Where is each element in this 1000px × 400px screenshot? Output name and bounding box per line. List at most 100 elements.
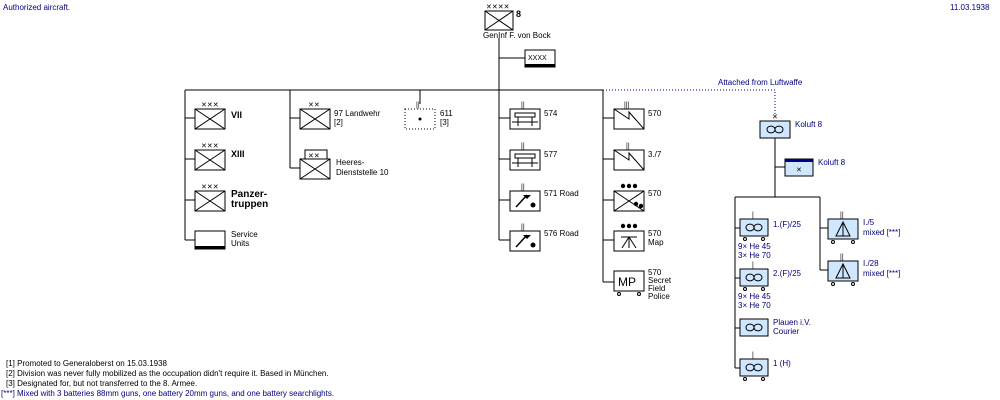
- svg-text:✕✕✕: ✕✕✕: [201, 102, 219, 109]
- signal-3-7-symbol: ||: [613, 143, 645, 171]
- air-unit-plauen-label-1: Plauen i.V.: [773, 318, 811, 327]
- heeres-dienststelle-label-2: Dienststelle 10: [336, 168, 389, 177]
- sfp-label-4: Police: [648, 292, 670, 301]
- footnote-2: [2] Division was never fully mobilized a…: [6, 369, 329, 378]
- corps-panzer-label-2: truppen: [231, 199, 268, 210]
- flak-i-28-label-1: I./28: [863, 259, 879, 268]
- signal-570-b-symbol: [613, 183, 645, 212]
- air-unit-1f25-aircraft-1: 9× He 45: [738, 242, 771, 251]
- engineer-576-road-symbol: ||: [509, 224, 541, 252]
- engineer-571-road-symbol: ||: [509, 184, 541, 212]
- svg-text:||: ||: [521, 143, 525, 150]
- koluft-hq-label: Koluft 8: [818, 158, 846, 167]
- engineer-576-road-label: 576 Road: [544, 229, 579, 238]
- air-unit-2f25-symbol: |: [739, 262, 769, 291]
- corps-panzer: ✕✕✕: [194, 184, 226, 212]
- reserve-611-label-1: 611: [440, 109, 453, 118]
- luftwaffe-attached-label: Attached from Luftwaffe: [718, 78, 803, 87]
- heeres-dienststelle-label-1: Heeres-: [336, 158, 365, 167]
- signal-570-map-label-1: 570: [648, 229, 662, 238]
- footnote-4: [***] Mixed with 3 batteries 88mm guns, …: [1, 389, 334, 398]
- signal-570-symbol: |||: [613, 102, 645, 130]
- svg-text:✕✕: ✕✕: [308, 102, 320, 109]
- signal-570-label: 570: [648, 109, 662, 118]
- engineer-577-label: 577: [544, 150, 558, 159]
- svg-text:✕: ✕: [796, 167, 802, 174]
- luftwaffe-dotted-link: [603, 89, 776, 114]
- army-hq-symbol: XXXX: [524, 49, 556, 68]
- corps-xiii-label: XIII: [231, 149, 245, 159]
- svg-text:|: |: [752, 352, 754, 359]
- svg-text:||: ||: [521, 224, 525, 231]
- air-unit-2f25-aircraft-2: 3× He 70: [738, 301, 771, 310]
- engineer-574-label: 574: [544, 109, 558, 118]
- svg-text:XXXX: XXXX: [528, 55, 547, 62]
- air-unit-1h-label: 1 (H): [773, 359, 791, 368]
- air-unit-plauen-symbol: [739, 318, 769, 337]
- svg-text:✕✕: ✕✕: [308, 153, 320, 160]
- sfp-label-1: 570: [648, 268, 662, 277]
- svg-text:✕✕✕✕: ✕✕✕✕: [486, 4, 509, 11]
- air-unit-2f25-label: 2.(F)/25: [773, 269, 802, 278]
- svg-text:||: ||: [840, 212, 844, 219]
- svg-text:||: ||: [521, 102, 525, 109]
- air-unit-1f25-symbol: |: [739, 212, 769, 241]
- heeres-dienststelle-symbol: ✕✕: [299, 149, 331, 180]
- svg-text:✕✕✕: ✕✕✕: [201, 184, 219, 191]
- division-97-label-1: 97 Landwehr: [334, 109, 381, 118]
- reserve-611-label-2: [3]: [440, 118, 449, 127]
- air-unit-1f25-aircraft-2: 3× He 70: [738, 251, 771, 260]
- engineer-574-symbol: ||: [509, 102, 541, 130]
- service-units-symbol: [194, 230, 226, 250]
- signal-570-b-label: 570: [648, 189, 662, 198]
- svg-text:✕✕✕: ✕✕✕: [201, 143, 219, 150]
- svg-text:|||: |||: [624, 102, 630, 109]
- svg-text:||: ||: [521, 184, 525, 191]
- engineer-577-symbol: ||: [509, 143, 541, 171]
- corps-vii: ✕✕✕: [194, 102, 226, 130]
- engineer-571-road-label: 571 Road: [544, 189, 579, 198]
- footnote-1: [1] Promoted to Generaloberst on 15.03.1…: [6, 359, 168, 368]
- flak-i-28-label-2: mixed [***]: [863, 269, 900, 278]
- reserve-611-symbol: ||: [404, 102, 436, 130]
- connector-lines: [184, 38, 828, 369]
- army-symbol: ✕✕✕✕: [484, 4, 514, 31]
- army-commander: GenInf F. von Bock: [483, 31, 552, 40]
- svg-text:||: ||: [626, 143, 630, 150]
- footnote-3: [3] Designated for, but not transferred …: [6, 379, 197, 388]
- svg-text:||: ||: [840, 254, 844, 261]
- sfp-label-3: Field: [648, 284, 665, 293]
- corps-panzer-label-1: Panzer-: [231, 189, 267, 200]
- signal-570-map-symbol: [613, 223, 645, 252]
- header-date: 11.03.1938: [950, 3, 990, 12]
- corps-vii-label: VII: [231, 110, 242, 120]
- koluft-hq-symbol: ✕: [784, 158, 814, 177]
- flak-i-5-label-1: I./5: [863, 218, 875, 227]
- koluft-main-label: Koluft 8: [795, 120, 823, 129]
- air-unit-1h-symbol: |: [739, 352, 769, 381]
- division-97-landwehr: ✕✕: [299, 102, 331, 130]
- division-97-label-2: [2]: [334, 118, 343, 127]
- air-unit-plauen-label-2: Courier: [773, 327, 800, 336]
- svg-text:✕: ✕: [772, 114, 778, 121]
- svg-text:|: |: [752, 262, 754, 269]
- koluft-main-symbol: ✕: [759, 114, 791, 139]
- sfp-label-2: Secret: [648, 276, 672, 285]
- air-unit-1f25-label: 1.(F)/25: [773, 220, 802, 229]
- secret-field-police-symbol: MP: [613, 270, 645, 296]
- header-note: Authorized aircraft.: [3, 3, 70, 12]
- flak-i-28-symbol: ||: [827, 254, 859, 286]
- svg-text:||: ||: [416, 102, 420, 109]
- service-units-label-2: Units: [231, 239, 249, 248]
- signal-570-map-label-2: Map: [648, 238, 664, 247]
- service-units-label-1: Service: [231, 230, 258, 239]
- flak-i-5-symbol: ||: [827, 212, 859, 244]
- army-number: 8: [516, 9, 521, 19]
- signal-3-7-label: 3./7: [648, 150, 662, 159]
- svg-text:|: |: [752, 212, 754, 219]
- air-unit-2f25-aircraft-1: 9× He 45: [738, 292, 771, 301]
- flak-i-5-label-2: mixed [***]: [863, 228, 900, 237]
- corps-xiii: ✕✕✕: [194, 143, 226, 171]
- svg-text:MP: MP: [618, 275, 636, 289]
